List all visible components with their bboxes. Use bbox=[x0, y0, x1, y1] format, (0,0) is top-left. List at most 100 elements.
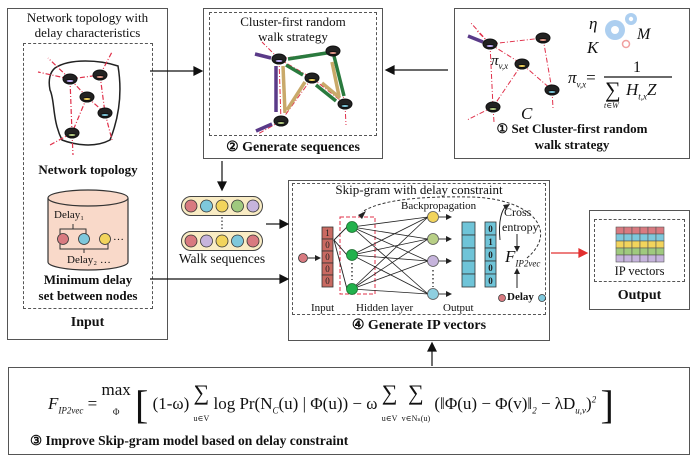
formula-lhs: πv,x= bbox=[568, 68, 596, 90]
ip-vector-cell bbox=[655, 254, 665, 263]
nn-edge bbox=[351, 226, 429, 295]
output-layer-label: Output bbox=[443, 302, 474, 314]
nn-edge bbox=[351, 254, 429, 262]
formula-panel-footer: ③ Improve Skip-gram model based on delay… bbox=[30, 433, 349, 448]
nn-edge bbox=[351, 216, 429, 256]
input-panel-title-line1: Network topology with bbox=[26, 10, 149, 25]
output-arrowhead bbox=[446, 258, 452, 264]
nn-edge bbox=[333, 239, 348, 290]
output-panel-footer: Output bbox=[617, 288, 662, 303]
formula-sum-subscript: t∈W bbox=[604, 101, 619, 110]
output-inner-dashed-box bbox=[594, 219, 685, 282]
input-vector-value: 0 bbox=[325, 264, 330, 274]
delay-node-cyan bbox=[78, 233, 90, 245]
walk-seq-node bbox=[231, 199, 244, 213]
output-arrowhead bbox=[446, 236, 452, 242]
generate-panel-title-line2: walk strategy bbox=[258, 29, 328, 44]
output-neuron bbox=[427, 288, 439, 300]
pi-node-label: πv,x bbox=[491, 53, 509, 71]
output-neuron bbox=[427, 211, 439, 223]
walk-seq-node bbox=[200, 234, 213, 248]
generate-panel-title-line1: Cluster-first random bbox=[240, 14, 346, 29]
nn-edge bbox=[351, 260, 429, 290]
generate-panel-footer: ② Generate sequences bbox=[226, 140, 360, 155]
generate-inner-dashed-box bbox=[209, 12, 377, 136]
target-vector-value: 0 bbox=[488, 276, 493, 286]
nn-edge bbox=[351, 216, 429, 228]
formula-denominator: Ht,xZ bbox=[626, 80, 657, 102]
input-vector-value: 0 bbox=[325, 252, 330, 262]
backpropagation-label: Backpropagation bbox=[401, 200, 477, 212]
ip-vectors-label: IP vectors bbox=[614, 264, 665, 278]
nn-edge bbox=[351, 238, 429, 290]
f-ip2vec-label: FIP2vec bbox=[505, 247, 541, 269]
delay2-label: Delay₂ … bbox=[67, 254, 111, 266]
nn-edge bbox=[351, 238, 429, 256]
delay-ellipsis: … bbox=[113, 231, 124, 243]
nn-edge bbox=[351, 226, 429, 262]
output-neuron bbox=[427, 233, 439, 245]
target-vector-value: 0 bbox=[488, 263, 493, 273]
input-vector-value: 0 bbox=[325, 240, 330, 250]
strategy-footer-line1: ① Set Cluster-first random bbox=[496, 121, 648, 136]
output-arrowhead bbox=[446, 291, 452, 297]
target-vector-value: 0 bbox=[488, 250, 493, 260]
target-vector-value: 1 bbox=[488, 237, 493, 247]
cross-entropy-label-line2: entropy bbox=[502, 220, 539, 234]
walk-seq-node bbox=[184, 199, 198, 213]
cross-entropy-label-line1: Cross bbox=[504, 205, 532, 219]
target-vector-value: 0 bbox=[488, 224, 493, 234]
walk-seq-node bbox=[184, 234, 198, 248]
hidden-neuron bbox=[346, 249, 358, 261]
input-inner-dashed-box bbox=[23, 43, 153, 309]
delay-label: Delay bbox=[507, 291, 534, 303]
eta-symbol: η bbox=[589, 14, 598, 33]
nn-edge bbox=[351, 216, 429, 290]
formula-sum-symbol: ∑ bbox=[605, 77, 621, 102]
nn-edge bbox=[333, 239, 348, 256]
delay-node-yellow bbox=[99, 233, 111, 245]
delay-node-red bbox=[57, 233, 69, 245]
nn-edge bbox=[351, 288, 429, 295]
network-topology-label: Network topology bbox=[38, 162, 138, 177]
walk-seq-node bbox=[246, 234, 260, 248]
output-neuron bbox=[427, 255, 439, 267]
formula-numerator: 1 bbox=[633, 59, 641, 76]
walk-seq-node bbox=[215, 199, 229, 213]
c-symbol: C bbox=[521, 104, 533, 123]
m-symbol: M bbox=[637, 26, 651, 43]
skipgram-title: Skip-gram with delay constraint bbox=[335, 182, 503, 197]
input-panel-title-line2: delay characteristics bbox=[34, 25, 141, 40]
strategy-footer-line2: walk strategy bbox=[534, 137, 610, 152]
nn-edge bbox=[351, 226, 429, 240]
delay-node-red-small bbox=[498, 294, 506, 302]
input-vector-value: 1 bbox=[325, 228, 330, 238]
output-arrowhead bbox=[446, 214, 452, 220]
input-vector-cell bbox=[321, 274, 334, 288]
output-vector-cell bbox=[461, 273, 476, 288]
k-symbol: K bbox=[587, 38, 599, 57]
delay-node-cyan-small bbox=[538, 294, 546, 302]
nn-edge bbox=[351, 254, 429, 295]
small-gear-icon bbox=[621, 39, 631, 49]
hidden-layer-label: Hidden layer bbox=[356, 302, 414, 314]
input-vector-value: 0 bbox=[325, 276, 330, 286]
input-panel bbox=[7, 8, 168, 340]
hidden-neuron bbox=[346, 221, 358, 233]
hidden-neuron bbox=[346, 283, 358, 295]
nn-edge bbox=[333, 226, 348, 241]
input-panel-footer: Input bbox=[70, 315, 105, 330]
walk-seq-node bbox=[200, 199, 213, 213]
generate-sequences-panel bbox=[203, 8, 383, 159]
delay1-label: Delay₁ bbox=[54, 209, 85, 221]
input-layer-label: Input bbox=[311, 302, 335, 314]
hidden-layer-box bbox=[339, 216, 376, 295]
target-vector-cell bbox=[484, 273, 497, 288]
